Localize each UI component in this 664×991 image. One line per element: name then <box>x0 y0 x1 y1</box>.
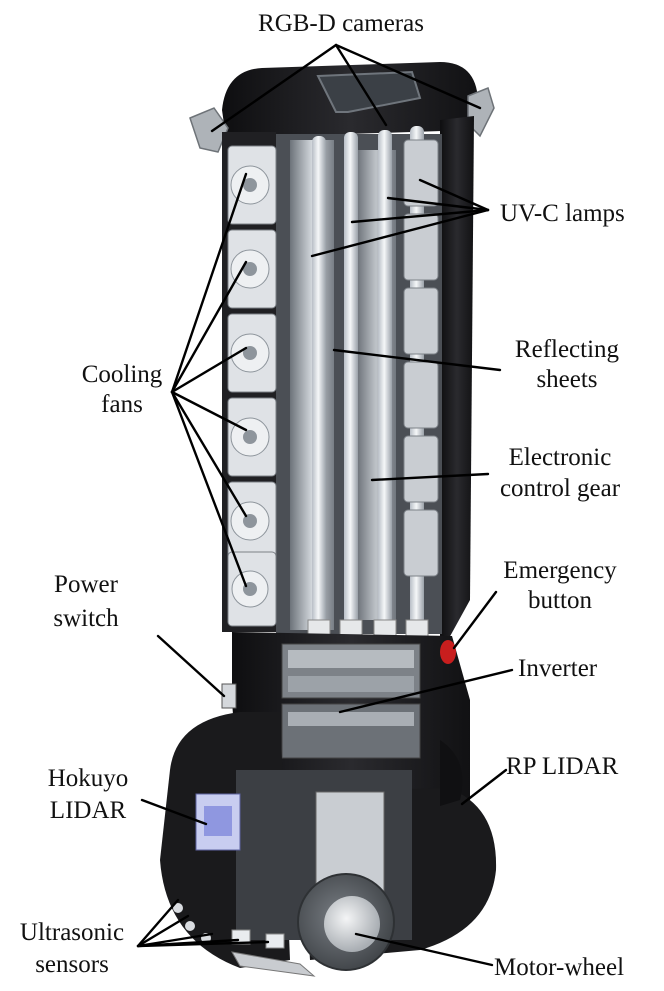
leader-ultra-1 <box>136 898 180 948</box>
label-reflecting-line1: Reflecting <box>515 336 620 363</box>
control-gear <box>403 139 439 577</box>
label-uvc-lamps: UV-C lamps <box>500 200 625 227</box>
leader-rplidar <box>460 768 508 806</box>
leader-uvc-1 <box>418 178 490 212</box>
label-ultrasonic-line2: sensors <box>35 951 109 978</box>
power-switch <box>221 683 237 709</box>
leader-power <box>156 634 226 698</box>
leader-fan-5 <box>170 390 248 518</box>
leader-uvc-3 <box>350 208 490 224</box>
label-inverter: Inverter <box>518 655 598 682</box>
leader-electronic <box>370 472 490 482</box>
label-cooling-fans-line2: fans <box>101 391 143 418</box>
leader-ultra-2 <box>136 914 190 948</box>
label-ultrasonic-line1: Ultrasonic <box>20 919 124 946</box>
leader-rgbd-1 <box>210 43 338 133</box>
uvc-lamp <box>312 136 326 630</box>
leader-fan-1 <box>170 172 248 394</box>
leader-rgbd-2 <box>334 43 388 127</box>
label-emergency-line1: Emergency <box>503 557 617 584</box>
motor-wheel-hub <box>324 896 380 952</box>
leader-motor-wheel <box>354 932 494 967</box>
leader-fan-3 <box>170 346 248 394</box>
hokuyo-lidar-window <box>204 806 232 836</box>
fan <box>227 313 277 393</box>
label-power-line2: switch <box>53 605 119 632</box>
label-electronic-line2: control gear <box>500 475 621 502</box>
leader-fan-4 <box>170 390 248 432</box>
leader-inverter <box>338 668 514 714</box>
leader-uvc-2 <box>386 196 490 212</box>
label-motor-wheel: Motor-wheel <box>494 954 624 981</box>
leader-emergency <box>452 590 498 650</box>
label-hokuyo-line1: Hokuyo <box>48 765 129 792</box>
uvc-lamp <box>378 130 392 630</box>
bumper-plate <box>231 951 316 977</box>
leader-ultra-3 <box>136 932 214 948</box>
fan <box>227 397 277 477</box>
label-electronic-line1: Electronic <box>509 444 612 471</box>
fan <box>227 145 277 225</box>
leader-fan-6 <box>170 390 248 588</box>
label-power-line1: Power <box>54 571 119 598</box>
ultrasonic-sensors <box>173 903 285 949</box>
leader-hokuyo <box>140 798 208 826</box>
rp-lidar <box>440 740 463 806</box>
label-reflecting-line2: sheets <box>536 366 597 393</box>
label-rgbd-cameras: RGB-D cameras <box>258 10 424 37</box>
leader-reflecting <box>332 348 502 372</box>
label-hokuyo-line2: LIDAR <box>50 797 127 824</box>
uvc-lamp <box>344 132 358 630</box>
fan <box>227 229 277 309</box>
cooling-fans <box>227 145 277 627</box>
label-rp-lidar: RP LIDAR <box>506 753 619 780</box>
leader-uvc-4 <box>310 208 490 258</box>
robot-body <box>160 62 497 977</box>
label-emergency-line2: button <box>528 587 592 614</box>
leader-ultra-5 <box>136 940 270 948</box>
emergency-button <box>440 640 456 664</box>
right-column <box>440 116 474 640</box>
inverter-block <box>281 643 421 759</box>
fan <box>227 551 277 627</box>
leader-fan-2 <box>170 260 248 394</box>
fan <box>227 481 277 561</box>
label-cooling-fans-line1: Cooling <box>82 361 163 388</box>
leader-rgbd-3 <box>334 43 482 110</box>
leader-lines <box>136 43 514 967</box>
labels: RGB-D cameras UV-C lamps Cooling fans Re… <box>20 10 625 981</box>
